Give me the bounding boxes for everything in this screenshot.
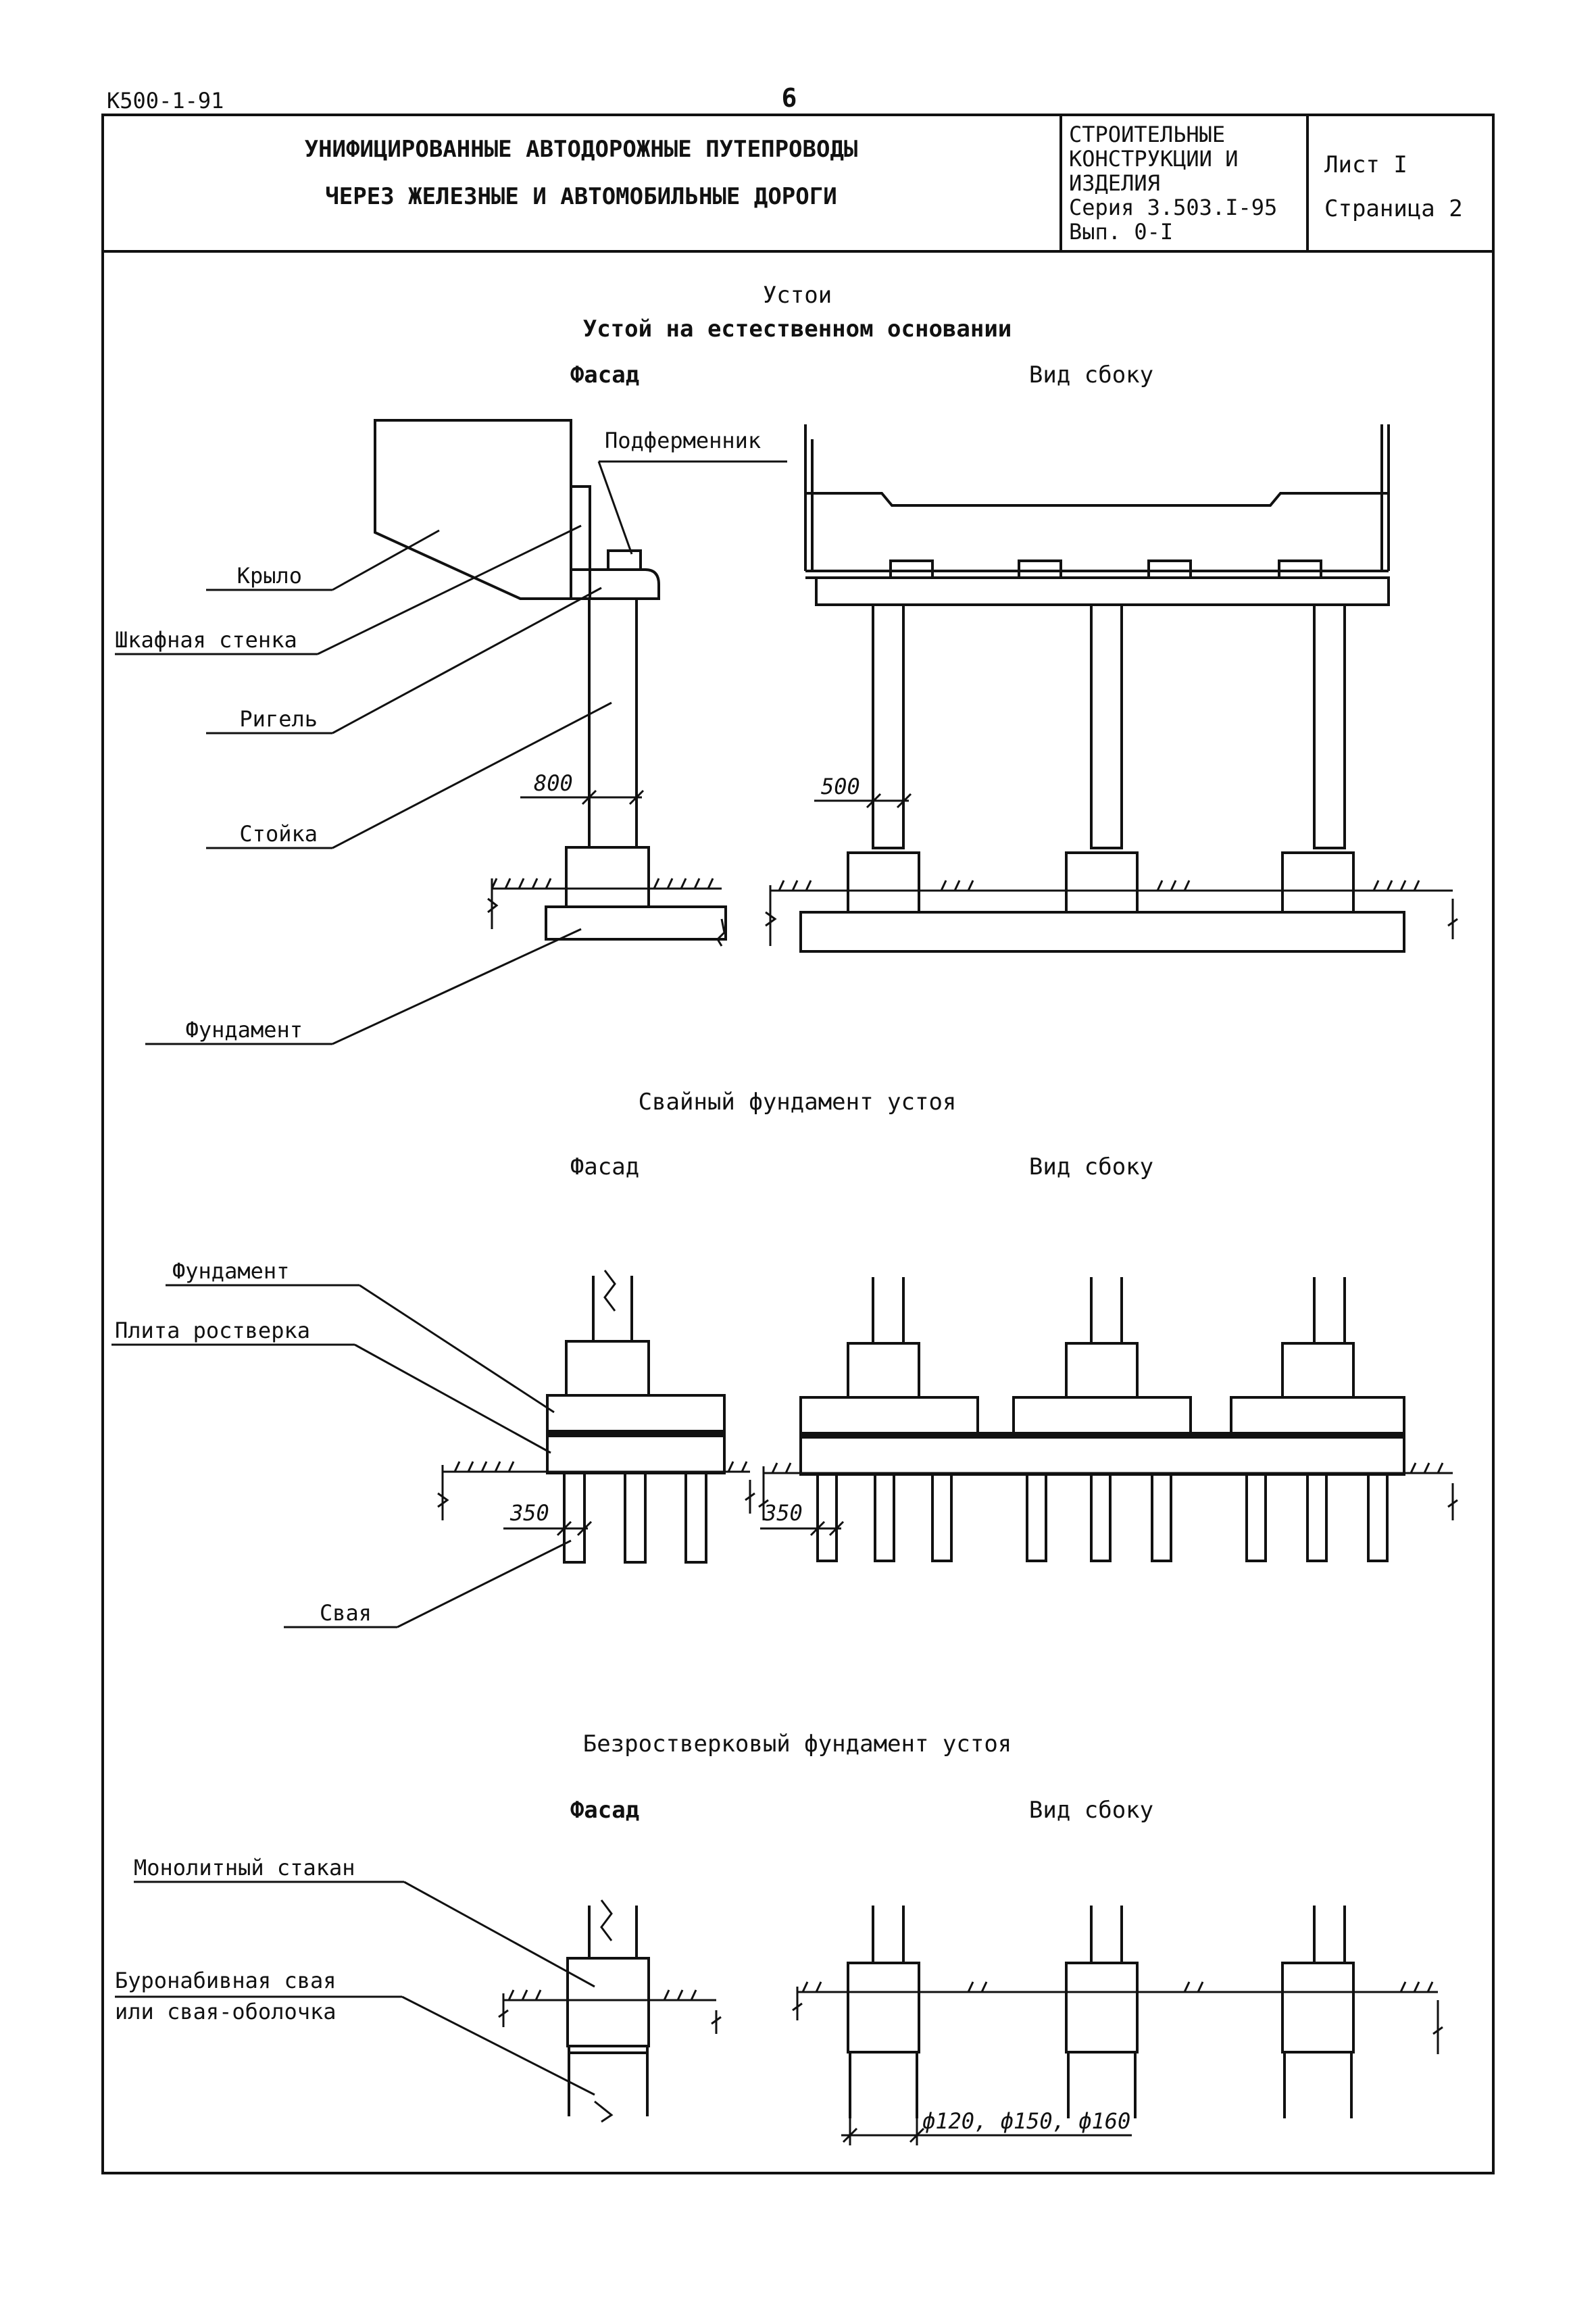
dim-500 — [814, 793, 912, 809]
dim-diameter-label: ф120, ф150, ф160 — [922, 2108, 1130, 2134]
label-stakan: Монолитный стакан — [134, 1855, 355, 1881]
section1-subtitle: Устой на естественном основании — [583, 316, 1012, 343]
label-podfermennik: Подферменник — [605, 428, 761, 453]
dim-800 — [520, 789, 645, 805]
label-rigel: Ригель — [239, 706, 318, 732]
dim-800-label: 800 — [534, 770, 573, 796]
section2-side-label: Вид сбоку — [1029, 1153, 1153, 1180]
wing-wall — [374, 419, 572, 600]
leaders-1 — [115, 460, 787, 1045]
bearing-seat — [607, 549, 642, 571]
section1-side-label: Вид сбоку — [1029, 362, 1153, 389]
label-stoyka: Стойка — [239, 821, 318, 847]
title-line-1: УНИФИЦИРОВАННЫЕ АВТОДОРОЖНЫЕ ПУТЕПРОВОДЫ — [305, 136, 858, 163]
label-svaya: Свая — [320, 1600, 372, 1626]
series-line-3: ИЗДЕЛИЯ — [1069, 170, 1160, 196]
pileless-facade — [566, 1899, 650, 2123]
side-crossbeam — [815, 576, 1390, 606]
section3-side-label: Вид сбоку — [1029, 1797, 1153, 1824]
ground-line-3s — [792, 1981, 1443, 2054]
abutment-side-view — [799, 424, 1405, 953]
ground-line-2s — [758, 1462, 1458, 1520]
side-slab — [799, 911, 1405, 953]
ground-line-3f — [498, 1989, 722, 2034]
section1-facade-label: Фасад — [570, 362, 639, 389]
leaders-3 — [115, 1881, 595, 2096]
ground-line-1s — [765, 880, 1458, 946]
series-line-5: Вып. 0-I — [1069, 219, 1173, 245]
page-label: Страница 2 — [1324, 195, 1463, 222]
label-fundament-1: Фундамент — [186, 1017, 303, 1043]
label-burona-1: Буронабивная свая — [115, 1968, 336, 1993]
dim-350-facade-label: 350 — [509, 1500, 549, 1526]
column — [588, 597, 638, 849]
side-backwall — [804, 424, 1390, 571]
section3-facade-label: Фасад — [570, 1797, 639, 1824]
section2-title: Свайный фундамент устоя — [639, 1089, 957, 1116]
pile-foundation-side — [799, 1277, 1405, 1562]
dim-diameter — [841, 2095, 1132, 2145]
dim-350-facade — [503, 1520, 593, 1537]
series-line-1: СТРОИТЕЛЬНЫЕ — [1069, 122, 1225, 147]
pile-foundation-facade — [546, 1270, 726, 1564]
back-wall — [570, 485, 591, 600]
series-line-2: КОНСТРУКЦИИ И — [1069, 146, 1238, 172]
sheet-frame — [101, 114, 1495, 2174]
leaders-2 — [111, 1284, 572, 1628]
section2-facade-label: Фасад — [570, 1153, 639, 1180]
label-fundament-2: Фундамент — [172, 1258, 289, 1284]
ground-line-2f — [437, 1461, 755, 1520]
ground-line-1f — [487, 878, 726, 947]
abutment-facade — [374, 419, 727, 941]
section1-title: Устои — [763, 282, 832, 309]
label-krylo: Крыло — [237, 563, 302, 589]
section3-title: Безростверковый фундамент устоя — [583, 1731, 1012, 1758]
pileless-side — [847, 1906, 1355, 2118]
title-line-2: ЧЕРЕЗ ЖЕЛЕЗНЫЕ И АВТОМОБИЛЬНЫЕ ДОРОГИ — [325, 183, 837, 210]
footing-slab — [545, 905, 727, 941]
label-burona-2: или свая-оболочка — [115, 1999, 336, 2024]
sheet-number: Лист I — [1324, 151, 1407, 178]
series-line-4: Серия 3.503.I-95 — [1069, 195, 1277, 220]
footing-block — [565, 846, 650, 908]
dim-350-side — [760, 1520, 845, 1537]
label-shkafnaya: Шкафная стенка — [115, 627, 297, 653]
page-number: 6 — [782, 83, 797, 113]
crossbeam — [570, 568, 660, 600]
label-plita: Плита ростверка — [115, 1318, 310, 1343]
doc-code: К500-1-91 — [107, 88, 224, 114]
dim-350-side-label: 350 — [763, 1500, 803, 1526]
dim-500-label: 500 — [821, 774, 860, 799]
